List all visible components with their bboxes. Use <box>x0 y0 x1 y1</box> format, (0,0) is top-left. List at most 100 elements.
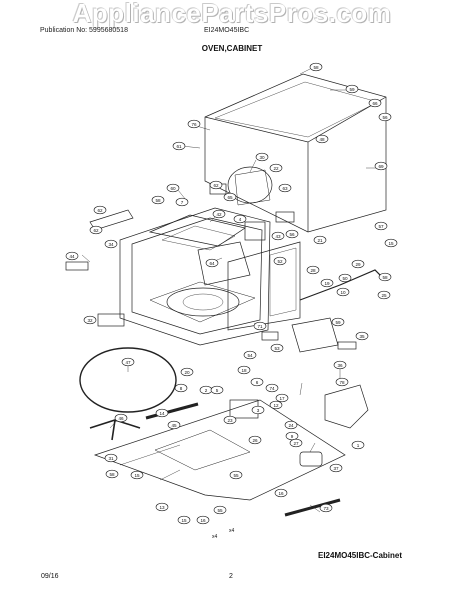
callout-number: 58 <box>109 472 115 477</box>
callout-number: 76 <box>191 122 197 127</box>
callout-c55b: 55 <box>213 505 227 515</box>
footer-date: 09/16 <box>41 573 59 580</box>
callout-number: 23 <box>227 418 233 423</box>
callout-number: 35 <box>359 334 365 339</box>
callout-c69: 69 <box>374 161 388 171</box>
callout-bubble <box>269 163 283 173</box>
footer-page-number: 2 <box>229 573 233 580</box>
callout-number: 14 <box>159 411 165 416</box>
callout-c58a: 58 <box>309 62 323 72</box>
callout-number: 74 <box>269 386 275 391</box>
callout-number: 6 <box>256 380 259 385</box>
callout-bubble <box>336 287 350 297</box>
callout-bubble <box>223 192 237 202</box>
callout-number: 15 <box>134 473 140 478</box>
callout-bubble <box>121 357 135 367</box>
callout-c29: 29 <box>351 259 365 269</box>
publication-number: Publication No: 5995680518 <box>40 27 128 34</box>
callout-c62a: 62 <box>209 180 223 190</box>
callout-bubble <box>329 463 343 473</box>
transformer <box>291 317 339 353</box>
callout-bubble <box>335 377 349 387</box>
callout-c1: 1 <box>351 440 365 450</box>
callout-number: 21 <box>317 238 323 243</box>
callout-c25: 25 <box>377 290 391 300</box>
callout-bubble <box>319 503 333 513</box>
callout-bubble <box>309 62 323 72</box>
callout-bubble <box>284 420 298 430</box>
callout-c44: 44 <box>65 251 79 261</box>
callout-number: 17 <box>279 396 285 401</box>
callout-bubble <box>155 408 169 418</box>
callout-number: 53 <box>274 346 280 351</box>
label-tag-36 <box>337 341 357 350</box>
callout-c58c: 58 <box>378 272 392 282</box>
callout-c56b: 56 <box>285 229 299 239</box>
callout-c59a: 59 <box>345 84 359 94</box>
callout-bubble <box>377 290 391 300</box>
callout-c15b: 15 <box>130 470 144 480</box>
callout-c18: 18 <box>237 365 251 375</box>
callout-number: 55 <box>217 508 223 513</box>
callout-bubble <box>180 367 194 377</box>
callout-bubble <box>384 238 398 248</box>
callout-number: 78 <box>339 380 345 385</box>
callout-c8: 8 <box>174 383 188 393</box>
callout-number: 63 <box>282 186 288 191</box>
callout-bubble <box>265 383 279 393</box>
callout-c58d: 58 <box>105 469 119 479</box>
callout-c62c: 62 <box>89 225 103 235</box>
right-bracket <box>324 384 369 429</box>
fan-motor-assembly <box>227 166 273 241</box>
callout-number: 31 <box>108 456 114 461</box>
callout-number: 47 <box>125 360 131 365</box>
callout-c22: 22 <box>269 163 283 173</box>
callout-c74: 74 <box>265 383 279 393</box>
callout-c66: 66 <box>368 98 382 108</box>
callout-bubble <box>209 180 223 190</box>
quantity-label-x4b: x4 <box>212 534 218 540</box>
callout-bubble <box>166 183 180 193</box>
callout-c34: 34 <box>104 239 118 249</box>
callout-c65: 65 <box>223 192 237 202</box>
callout-number: 32 <box>87 318 93 323</box>
callout-c28: 28 <box>306 265 320 275</box>
callout-c54: 54 <box>243 350 257 360</box>
callout-bubble <box>273 256 287 266</box>
callout-c46: 46 <box>114 413 128 423</box>
quantity-label-x4a: x4 <box>229 528 235 534</box>
callout-c20: 20 <box>180 367 194 377</box>
label-tag-63 <box>275 211 295 223</box>
callout-number: 28 <box>310 268 316 273</box>
callout-bubble <box>105 469 119 479</box>
roller-support <box>89 419 141 441</box>
callout-bubble <box>306 265 320 275</box>
callout-c59b: 59 <box>331 317 345 327</box>
callout-bubble <box>114 413 128 423</box>
callout-c55: 55 <box>229 470 243 480</box>
callout-bubble <box>172 141 186 151</box>
callout-bubble <box>233 214 247 224</box>
callout-bubble <box>285 229 299 239</box>
callout-c16a: 16 <box>274 488 288 498</box>
callout-c30: 30 <box>255 152 269 162</box>
callout-number: 62 <box>213 183 219 188</box>
callout-bubble <box>243 350 257 360</box>
callout-c9: 9 <box>285 431 299 441</box>
callout-bubble <box>237 365 251 375</box>
callout-bubble <box>374 221 388 231</box>
trim-strip-73 <box>284 498 341 517</box>
callout-c56a: 56 <box>378 112 392 122</box>
callout-number: 71 <box>257 324 263 329</box>
callout-bubble <box>378 112 392 122</box>
callout-number: 66 <box>372 101 378 106</box>
callout-c37: 37 <box>329 463 343 473</box>
callout-c32: 32 <box>83 315 97 325</box>
callout-bubble <box>255 152 269 162</box>
callout-number: 62 <box>97 208 103 213</box>
callout-bubble <box>278 183 292 193</box>
callout-number: 52 <box>277 259 283 264</box>
callout-number: 9 <box>291 434 294 439</box>
callout-number: 36 <box>337 363 343 368</box>
